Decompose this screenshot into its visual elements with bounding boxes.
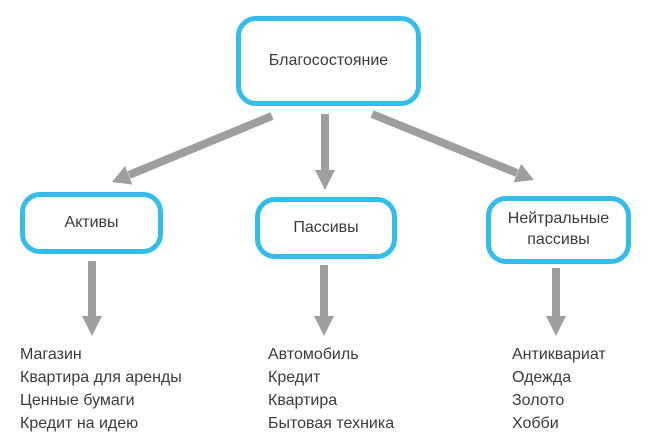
node-wealth-label: Благосостояние	[268, 51, 389, 69]
list-item: Хобби	[512, 415, 559, 432]
list-item: Одежда	[512, 369, 572, 386]
node-liabilities-label: Пассивы	[293, 218, 359, 236]
list-item: Антиквариат	[512, 346, 606, 363]
node-neutral-liabilities: Нейтральные пассивы	[486, 196, 631, 264]
arrow-root-to-neutral-icon	[370, 110, 534, 183]
list-item: Квартира	[268, 392, 338, 409]
arrow-root-to-liabilities-icon	[315, 114, 335, 190]
node-assets-label: Активы	[64, 213, 119, 231]
list-item: Золото	[512, 392, 565, 409]
list-item: Автомобиль	[268, 346, 359, 363]
neutral-list: Антиквариат Одежда Золото Хобби	[512, 343, 606, 435]
list-item: Кредит	[268, 369, 321, 386]
list-item: Кредит на идею	[20, 415, 139, 432]
node-assets: Активы	[20, 192, 163, 254]
list-item: Магазин	[20, 346, 82, 363]
assets-list: Магазин Квартира для аренды Ценные бумаг…	[20, 343, 182, 435]
node-wealth: Благосостояние	[236, 16, 421, 106]
arrow-neutral-to-list-icon	[546, 268, 566, 336]
arrow-assets-to-list-icon	[82, 261, 102, 336]
node-neutral-liabilities-label: Нейтральные пассивы	[507, 210, 610, 248]
liabilities-list: Автомобиль Кредит Квартира Бытовая техни…	[268, 343, 394, 435]
arrow-liabilities-to-list-icon	[314, 265, 334, 336]
list-item: Квартира для аренды	[20, 369, 182, 386]
arrow-root-to-assets-icon	[112, 112, 274, 185]
list-item: Ценные бумаги	[20, 392, 135, 409]
node-liabilities: Пассивы	[255, 197, 397, 259]
list-item: Бытовая техника	[268, 415, 395, 432]
